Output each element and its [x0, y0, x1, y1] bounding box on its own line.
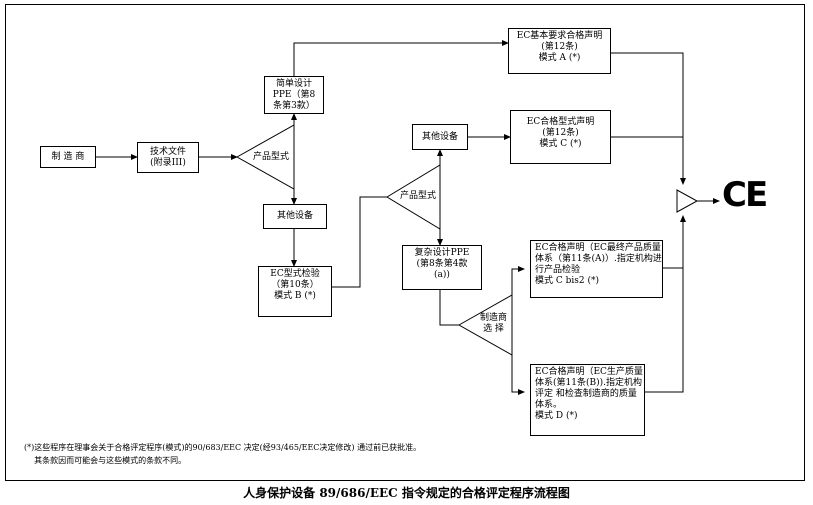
box-ec-basic: EC基本要求合格声明 (第12条) 模式 A (*) — [508, 28, 611, 74]
box-manufacturer-label: 制 造 商 — [51, 151, 85, 162]
ec-c-bis2-line-2: 体系（第11条(A)）.指定机构进 — [535, 254, 662, 264]
complex-ppe-line-1: 复杂设计PPE — [414, 248, 470, 258]
complex-ppe-line-3: (a)) — [434, 270, 450, 280]
box-ec-d: EC合格声明（EC生产质量 体系(第11条(B)).指定机构 评定 和检查制造商… — [530, 364, 645, 436]
triangle-label-manufacturer-choice: 制造商 选 择 — [480, 313, 507, 335]
footnote-line-2: 其条款因而可能会与这些模式的条款不同。 — [24, 456, 187, 465]
box-simple-ppe: 简单设计 PPE（第8 条第3款） — [264, 76, 324, 114]
box-ec-c-bis2: EC合格声明（EC最终产品质量 体系（第11条(A)）.指定机构进 行产品检验 … — [530, 240, 663, 298]
box-ec-conformity-c: EC合格型式声明 (第12条) 模式 C (*) — [510, 110, 611, 164]
box-tech-file: 技术文件 (附录III) — [137, 142, 199, 173]
triangle-label-product-type-2: 产品型式 — [400, 191, 437, 201]
ec-type-exam-line-3: 模式 B (*) — [274, 291, 316, 301]
simple-ppe-line-2: PPE（第8 — [272, 89, 316, 100]
ec-d-line-5: 模式 D (*) — [535, 411, 578, 421]
ec-basic-line-1: EC基本要求合格声明 — [516, 31, 603, 41]
triangle-product-type-1 — [235, 124, 295, 190]
other-equipment-2-label: 其他设备 — [421, 131, 458, 142]
triangle-manufacturer-choice — [457, 294, 513, 356]
ce-mark: CE — [722, 175, 768, 215]
footnote-line-1: (*)这些程序在理事会关于合格评定程序(模式)的90/683/EEC 决定(经9… — [24, 443, 422, 452]
ec-c-bis2-line-4: 模式 C bis2 (*) — [535, 276, 599, 286]
box-other-equipment-2: 其他设备 — [412, 124, 468, 150]
tech-file-line-2: (附录III) — [150, 157, 186, 168]
ec-basic-line-2: (第12条) — [541, 42, 578, 52]
tech-file-line-1: 技术文件 — [149, 146, 186, 157]
ec-basic-line-3: 模式 A (*) — [538, 53, 581, 63]
box-complex-ppe: 复杂设计PPE (第8条第4款 (a)) — [402, 245, 482, 290]
simple-ppe-line-1: 简单设计 — [275, 78, 312, 89]
triangle-ce-collector — [676, 189, 699, 213]
figure-caption: 人身保护设备 89/686/EEC 指令规定的合格评定程序流程图 — [243, 486, 570, 500]
simple-ppe-line-3: 条第3款） — [273, 100, 315, 111]
box-other-equipment-1: 其他设备 — [263, 204, 327, 229]
triangle-product-type-2 — [386, 164, 441, 230]
ec-d-line-4: 体系。 — [535, 400, 563, 410]
ec-type-exam-line-2: （第10条） — [271, 280, 319, 290]
ec-d-line-2: 体系(第11条(B)).指定机构 — [535, 378, 642, 388]
footnote: (*)这些程序在理事会关于合格评定程序(模式)的90/683/EEC 决定(经9… — [24, 441, 421, 467]
ec-c-bis2-line-1: EC合格声明（EC最终产品质量 — [535, 243, 661, 253]
ec-conformity-c-line-2: (第12条) — [542, 128, 579, 138]
triangle-label-product-type-1: 产品型式 — [253, 152, 290, 162]
complex-ppe-line-2: (第8条第4款 — [416, 259, 468, 269]
ec-conformity-c-line-3: 模式 C (*) — [539, 139, 582, 149]
ec-c-bis2-line-3: 行产品检验 — [535, 265, 581, 275]
box-ec-type-exam: EC型式检验 （第10条） 模式 B (*) — [258, 266, 332, 317]
ec-type-exam-line-1: EC型式检验 — [270, 269, 320, 279]
other-equipment-1-label: 其他设备 — [276, 211, 313, 221]
ec-d-line-3: 评定 和检查制造商的质量 — [535, 389, 637, 399]
diagram-frame — [5, 4, 805, 481]
ec-conformity-c-line-1: EC合格型式声明 — [526, 117, 595, 127]
manufacturer-choice-line-1: 制造商 — [480, 313, 508, 323]
ec-d-line-1: EC合格声明（EC生产质量 — [535, 367, 643, 377]
arrow-simple-to-basic — [293, 40, 509, 76]
box-manufacturer: 制 造 商 — [40, 146, 96, 168]
manufacturer-choice-line-2: 选 择 — [483, 324, 504, 334]
